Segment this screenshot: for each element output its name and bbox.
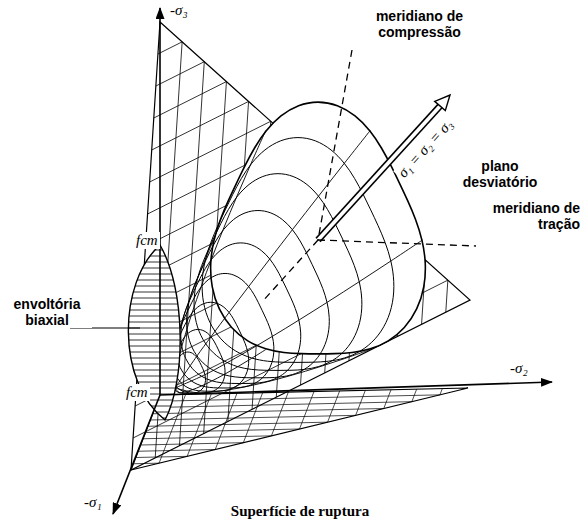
biaxial-plane [131,388,468,470]
axis-outer [318,106,440,240]
stress-axis [113,395,160,514]
envelope-hatch [110,304,190,305]
axis-label: -σ₁ [82,494,104,511]
envelope-hatch [110,376,190,377]
figure-caption: Superfície de ruptura [231,503,369,520]
surface-meridian [175,350,266,393]
surface-section [202,138,394,363]
envelope-hatch [110,388,190,389]
axis-label: -σ₃ [168,2,190,19]
hydrostatic-axis [318,95,450,240]
meridian-dashed-line [318,240,476,246]
surface-meridian [175,240,423,388]
envelope-hatch [110,406,190,407]
plane-label: plano desviatório [452,158,548,190]
envelope-hatch [110,412,190,413]
stress-axis [160,382,552,395]
envelope-hatch [110,262,190,263]
envelope-hatch [110,322,190,323]
mesh-line [243,393,262,443]
mesh-line [328,391,340,422]
strength-label: fcm [124,384,150,401]
envelope-hatch [110,292,190,293]
axis-label: -σ₂ [508,360,530,377]
mesh-line [153,409,384,414]
envelope-hatch [110,352,190,353]
surface-meridian [175,130,266,388]
mesh-line [158,42,182,54]
meridian-label: meridiano de tração [478,200,582,232]
plane-outline [131,22,470,470]
envelope-hatch [110,256,190,257]
mesh-line [133,463,159,465]
meridian-dashed-line [262,240,318,302]
mesh-line [155,402,412,408]
mesh-line [143,436,271,439]
envelope-hatch [110,316,190,317]
mesh-line [187,394,211,457]
envelope-hatch [110,346,190,347]
mesh-line [446,280,448,312]
mesh-line [215,393,237,449]
meridian-label: meridiano de compressão [355,8,484,40]
surface-section [187,211,330,378]
axis-inner [318,105,441,240]
plane-outline [131,388,468,470]
mesh-line [154,82,227,118]
envelope-hatch [110,400,190,401]
stress-axis [159,8,161,395]
mesh-line [158,395,440,401]
envelope-hatch [110,334,190,335]
envelope-hatch [110,340,190,341]
surface-meridian [175,130,370,388]
envelope-hatch [110,310,190,311]
octahedral-plane [131,22,470,470]
envelope-hatch [110,298,190,299]
strength-label: fcm [134,232,160,249]
mesh-line [179,62,204,446]
mesh-line [384,390,391,409]
axis-arrowhead [435,95,450,111]
surface-section [181,243,301,384]
envelope-hatch [110,268,190,269]
surface-section [211,102,426,354]
envelope-hatch [110,382,190,383]
envelope-hatch [110,364,190,365]
surface-meridian [175,350,370,393]
envelope-hatch [110,370,190,371]
envelope-hatch [110,250,190,251]
envelope-hatch [110,274,190,275]
mesh-line [440,389,442,395]
envelope-hatch [110,280,190,281]
envelope-hatch [110,358,190,359]
envelope-label: envoltória biaxial [2,296,92,328]
envelope-hatch [110,286,190,287]
mesh-line [138,450,215,452]
meridian-dashed-line [318,50,352,240]
